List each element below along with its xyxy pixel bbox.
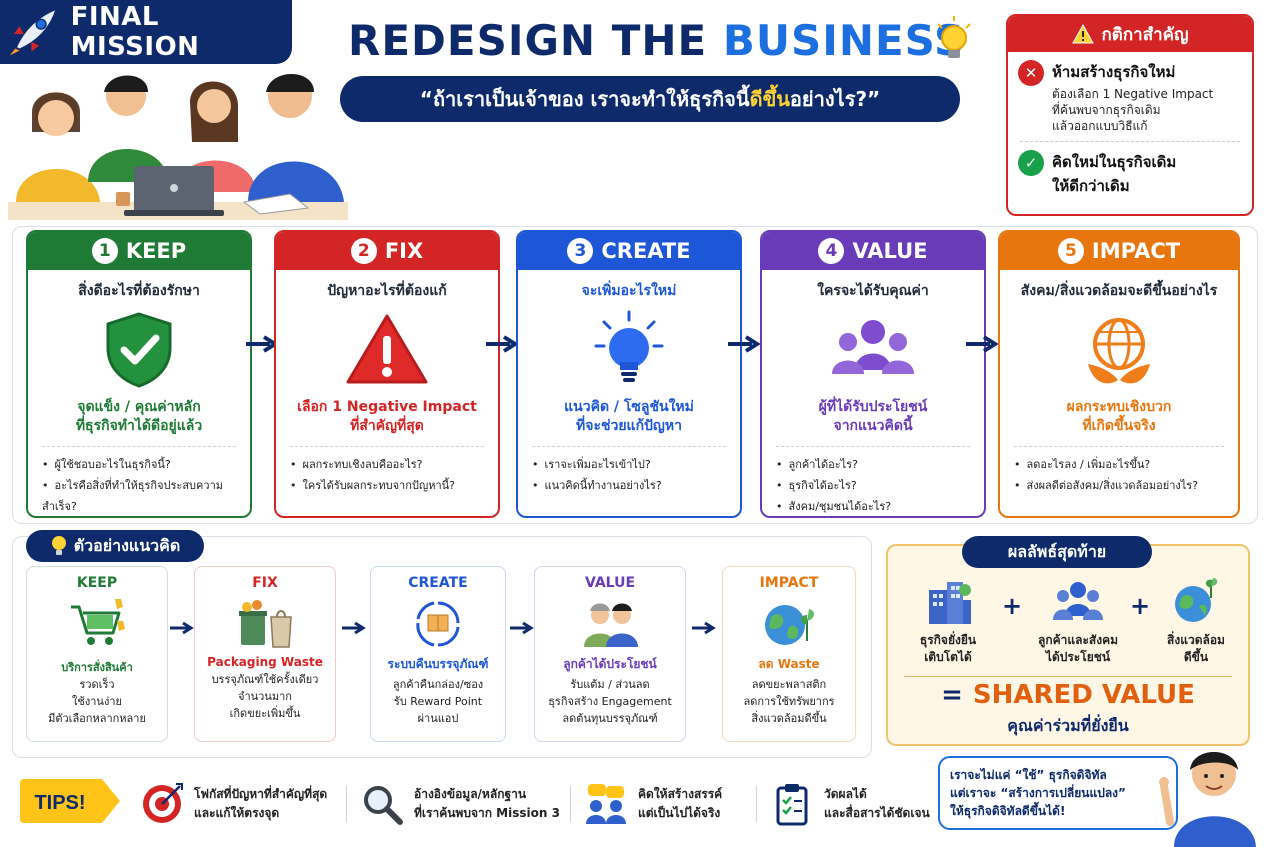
student-pointing-illustration [1159,752,1256,847]
arrow-right-icon [510,621,534,635]
warning-icon [1071,24,1094,44]
lightbulb-icon [594,310,664,382]
shared-value-subtitle: คุณค่าร่วมที่ยั่งยืน [1007,716,1129,735]
buildings-icon [929,582,971,624]
brainstorm-icon [586,784,626,824]
divider [290,445,484,447]
divider [904,676,1232,677]
divider [1020,140,1240,142]
step-bullets: ผู้ใช้ชอบอะไรในธุรกิจนี้? อะไรคือสิ่งที่… [28,447,250,516]
arrow-right-icon [728,335,760,353]
divider [346,786,347,822]
step-impact: 5 IMPACT สังคม/สิ่งแวดล้อมจะดีขึ้นอย่างไ… [998,230,1240,518]
question-banner: “ถ้าเราเป็นเจ้าของ เราจะทำให้ธุรกิจนี้ดี… [340,76,960,122]
rule-item: ✕ ห้ามสร้างธุรกิจใหม่ ต้องเลือก 1 Negati… [1008,52,1252,135]
example-card-value: VALUE ลูกค้าได้ประโยชน์ รับแต้ม / ส่วนลด… [534,566,686,742]
shared-value-heading: =SHARED VALUE [941,680,1195,710]
arrow-right-icon [342,621,366,635]
waste-bin-icon [239,600,292,648]
arrow-right-icon [486,335,518,353]
speech-bubble: เราจะไม่แค่ “ใช้” ธุรกิจดิจิทัล แต่เราจะ… [938,756,1178,830]
lightbulb-icon [51,536,66,555]
shopping-cart-icon [71,599,125,645]
tips-badge: TIPS! [20,779,120,823]
plus-sign: + [1130,592,1151,620]
warning-triangle-icon [346,314,428,384]
steps-frame [12,226,1258,524]
example-card-keep: KEEP บริการสั่งสินค้า รวดเร็ว ใช้งานง่าย… [26,566,168,742]
divider [756,786,757,822]
example-frame [12,536,872,758]
example-title: ตัวอย่างแนวคิด [26,530,204,562]
rules-box: กติกาสำคัญ ✕ ห้ามสร้างธุรกิจใหม่ ต้องเลื… [1006,14,1254,216]
arrow-right-icon [246,335,278,353]
step-keep: 1 KEEP สิ่งดีอะไรที่ต้องรักษา จุดแข็ง / … [26,230,252,518]
globe-leaf-icon [1088,318,1150,384]
step-fix: 2 FIX ปัญหาอะไรที่ต้องแก้ เลือก 1 Negati… [274,230,500,518]
step-bullets: เราจะเพิ่มอะไรเข้าไป? แนวคิดนี้ทำงานอย่า… [518,447,740,497]
arrow-right-icon [170,621,194,635]
step-header: 5 IMPACT [1000,232,1238,270]
step-header: 1 KEEP [28,232,250,270]
people-group-icon [1053,582,1103,620]
svg-text:TIPS!: TIPS! [34,792,85,814]
tip-item: วัดผลได้ และสื่อสารได้ชัดเจน [770,782,930,826]
shield-check-icon [106,312,172,388]
earth-plant-icon [765,605,815,645]
rules-header: กติกาสำคัญ [1008,16,1252,52]
recycle-box-icon [416,601,460,647]
check-icon: ✓ [1018,149,1044,176]
result-title: ผลลัพธ์สุดท้าย [962,536,1152,568]
divider [1014,445,1224,447]
page-title: REDESIGN THE BUSINESS [348,16,966,65]
step-bullets: ลดอะไรลง / เพิ่มอะไรขึ้น? ส่งผลดีต่อสังค… [1000,447,1238,497]
clipboard-checklist-icon [776,784,808,826]
step-bullets: ผลกระทบเชิงลบคืออะไร? ใครได้รับผลกระทบจา… [276,447,498,497]
divider [42,445,236,447]
step-header: 4 VALUE [762,232,984,270]
divider [776,445,970,447]
tip-item: คิดให้สร้างสรรค์ แต่เป็นไปได้จริง [584,782,722,826]
target-icon [143,783,183,823]
result-item-business: ธุรกิจยั่งยืน เติบโตได้ [898,576,998,666]
step-header: 3 CREATE [518,232,740,270]
step-header: 2 FIX [276,232,498,270]
lightbulb-icon [937,16,971,58]
rocket-icon [9,6,59,56]
divider [532,445,726,447]
tip-item: อ้างอิงข้อมูล/หลักฐาน ที่เราค้นพบจาก Mis… [360,782,560,826]
divider [570,786,571,822]
cross-icon: ✕ [1018,60,1044,86]
example-card-create: CREATE ระบบคืนบรรจุภัณฑ์ ลูกค้าคืนกล่อง/… [370,566,506,742]
arrow-right-icon [692,621,716,635]
customers-icon [584,603,638,647]
students-illustration [8,74,348,220]
step-create: 3 CREATE จะเพิ่มอะไรใหม่ แนวคิด / โซลูชั… [516,230,742,518]
tip-item: โฟกัสที่ปัญหาที่สำคัญที่สุด และแก้ให้ตรง… [140,782,327,826]
arrow-right-icon [966,335,998,353]
mission-label: FINAL MISSION [70,2,200,62]
example-card-fix: FIX Packaging Waste บรรจุภัณฑ์ใช้ครั้งเด… [194,566,336,742]
example-card-impact: IMPACT ลด Waste ลดขยะพลาสติก ลดการใช้ทรั… [722,566,856,742]
step-bullets: ลูกค้าได้อะไร? ธุรกิจได้อะไร? สังคม/ชุมช… [762,447,984,516]
step-value: 4 VALUE ใครจะได้รับคุณค่า ผู้ที่ได้รับปร… [760,230,986,518]
magnifier-icon [364,786,403,825]
people-group-icon [832,320,914,374]
plus-sign: + [1002,592,1023,620]
rule-item: ✓ คิดใหม่ในธุรกิจเดิม ให้ดีกว่าเดิม [1008,142,1252,198]
result-box [886,544,1250,746]
mission-badge: FINAL MISSION [0,0,292,64]
result-item-customers: ลูกค้าและสังคม ได้ประโยชน์ [1028,576,1128,666]
earth-plant-icon [1175,578,1218,622]
result-item-environment: สิ่งแวดล้อม ดีขึ้น [1146,576,1246,666]
